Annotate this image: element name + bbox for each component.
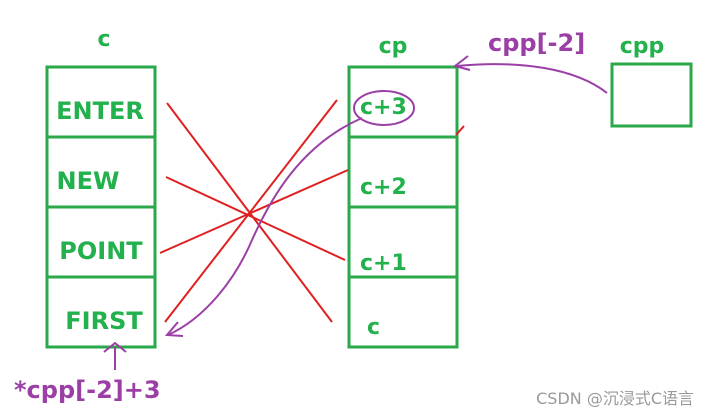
c-cell-3 xyxy=(45,275,157,349)
c-element-2: POINT xyxy=(59,237,143,265)
cp-element-1: c+2 xyxy=(360,175,407,200)
cpp-title: cpp xyxy=(620,34,665,59)
cp-element-0: c+3 xyxy=(360,95,407,120)
c-plus-3-circle xyxy=(353,90,415,126)
cross-line-3 xyxy=(159,169,349,254)
watermark: CSDN @沉浸式C语言 xyxy=(536,389,694,408)
bottom-expression: *cpp[-2]+3 xyxy=(14,376,161,404)
cp-pointer-tick xyxy=(455,125,465,136)
c-element-0: ENTER xyxy=(56,97,144,125)
cross-lines xyxy=(159,99,349,323)
bottom-expr-pointer-head xyxy=(103,341,127,353)
cpp-box xyxy=(610,62,693,128)
cp-element-2: c+1 xyxy=(360,251,407,276)
cpp-index-expression: cpp[-2] xyxy=(488,29,585,57)
c-array-title: c xyxy=(97,27,110,52)
cross-line-2 xyxy=(165,176,346,261)
c-element-1: NEW xyxy=(57,167,120,195)
cpp-to-cp-arrowhead xyxy=(452,55,471,71)
cp-array-title: cp xyxy=(379,34,408,59)
cp-cell-3 xyxy=(347,275,459,349)
cp-element-3: c xyxy=(367,315,380,340)
c-array xyxy=(45,65,157,349)
c-element-3: FIRST xyxy=(65,307,143,335)
cp-array xyxy=(347,65,459,349)
cpp-to-cp-arrow xyxy=(455,63,608,94)
cross-line-4 xyxy=(164,99,338,323)
deref-arrowhead xyxy=(164,321,184,337)
deref-arrow xyxy=(167,117,363,336)
